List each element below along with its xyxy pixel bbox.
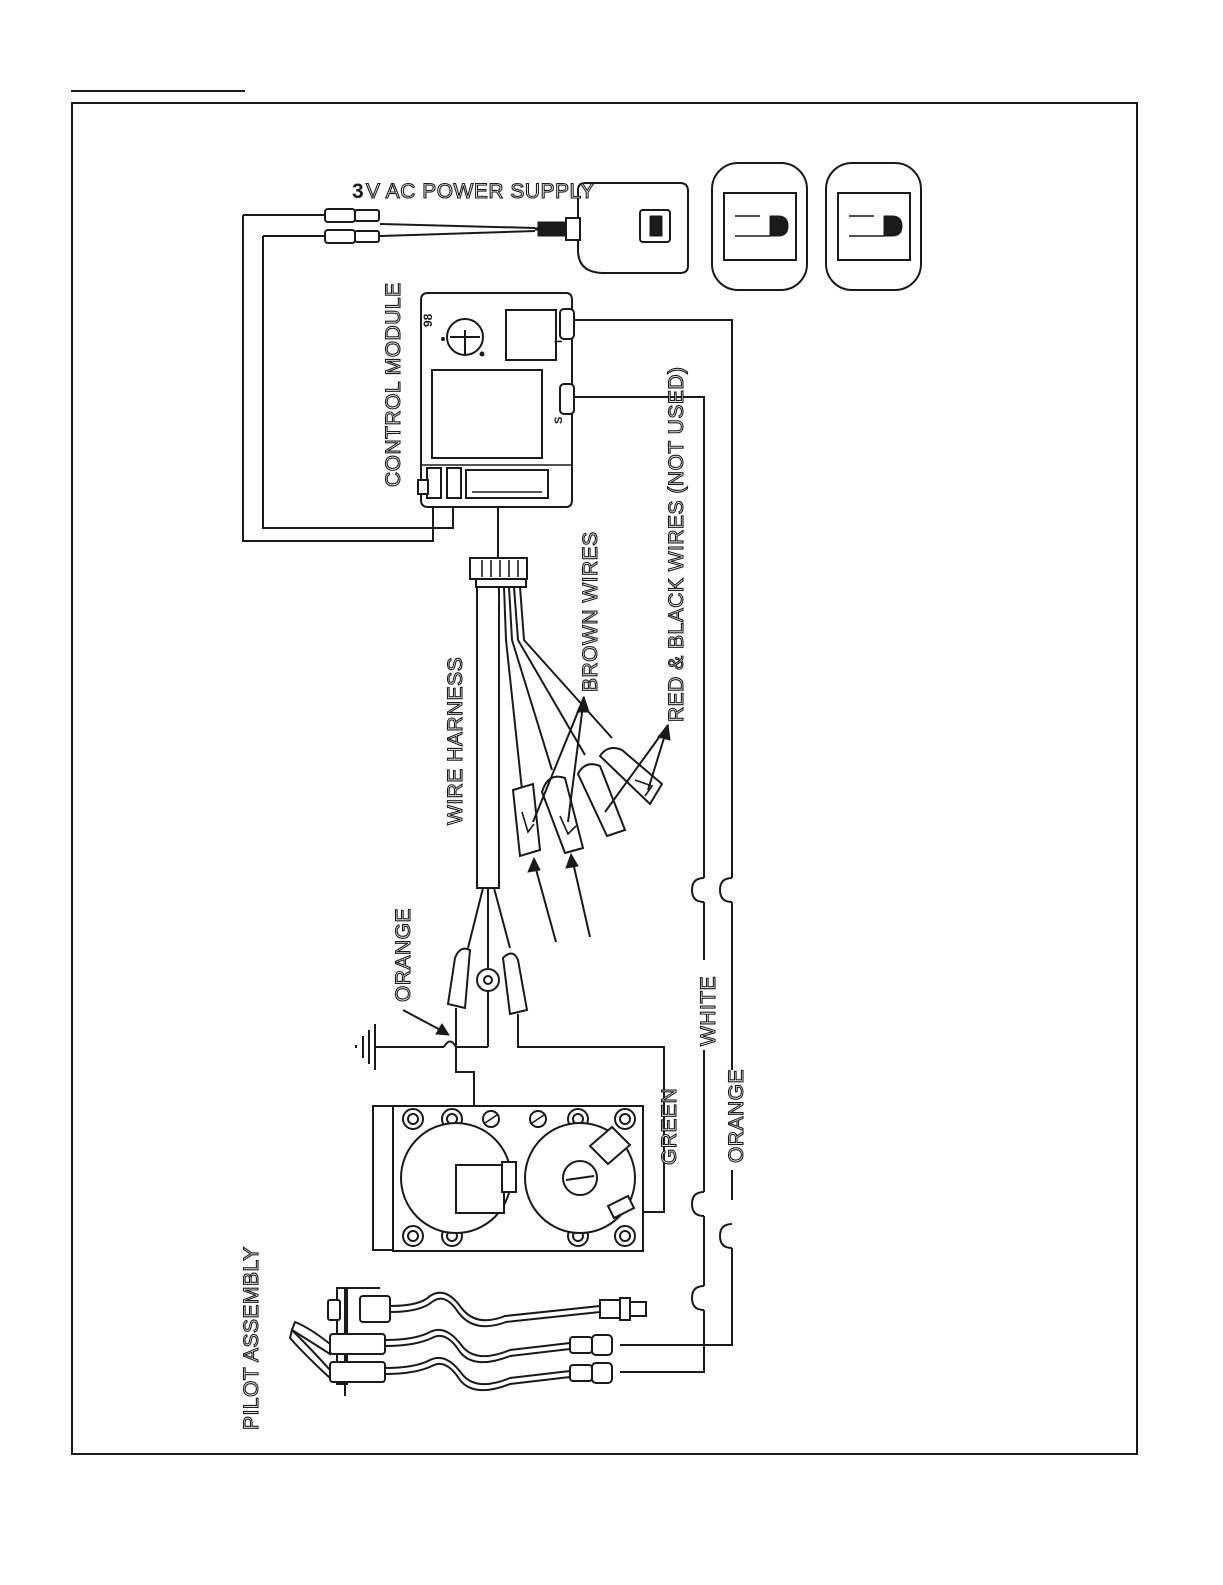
white-label: WHITE bbox=[697, 976, 720, 1046]
orange-pointer bbox=[403, 1010, 449, 1035]
module-mark-port-1: I bbox=[553, 340, 565, 343]
power-supply-digit: 3 bbox=[352, 180, 364, 203]
module-mark-98: 98 bbox=[421, 313, 435, 327]
power-supply-label: V AC POWER SUPPLY bbox=[366, 180, 595, 203]
control-module bbox=[418, 293, 574, 507]
wall-switch-2 bbox=[826, 163, 921, 290]
ground-symbol bbox=[356, 991, 488, 1070]
red-black-wires-label: RED & BLACK WIRES (NOT USED) bbox=[665, 367, 688, 723]
brown-wires-label: BROWN WIRES bbox=[579, 531, 602, 692]
orange-label-left: ORANGE bbox=[392, 908, 415, 1002]
harness-connector bbox=[470, 507, 527, 587]
wall-switch-1 bbox=[712, 163, 807, 290]
gas-valve bbox=[373, 1106, 643, 1251]
orange-label-right: ORANGE bbox=[725, 1069, 748, 1163]
green-label: GREEN bbox=[658, 1088, 681, 1165]
wire-harness-sheath bbox=[468, 587, 510, 948]
wire-harness-label: WIRE HARNESS bbox=[444, 657, 467, 825]
control-module-label: CONTROL MODULE bbox=[382, 282, 405, 487]
upward-arrows bbox=[528, 854, 590, 942]
pilot-assembly bbox=[290, 1288, 646, 1396]
pilot-assembly-label: PILOT ASSEMBLY bbox=[240, 1246, 263, 1430]
module-mark-port-2: S bbox=[553, 417, 565, 424]
